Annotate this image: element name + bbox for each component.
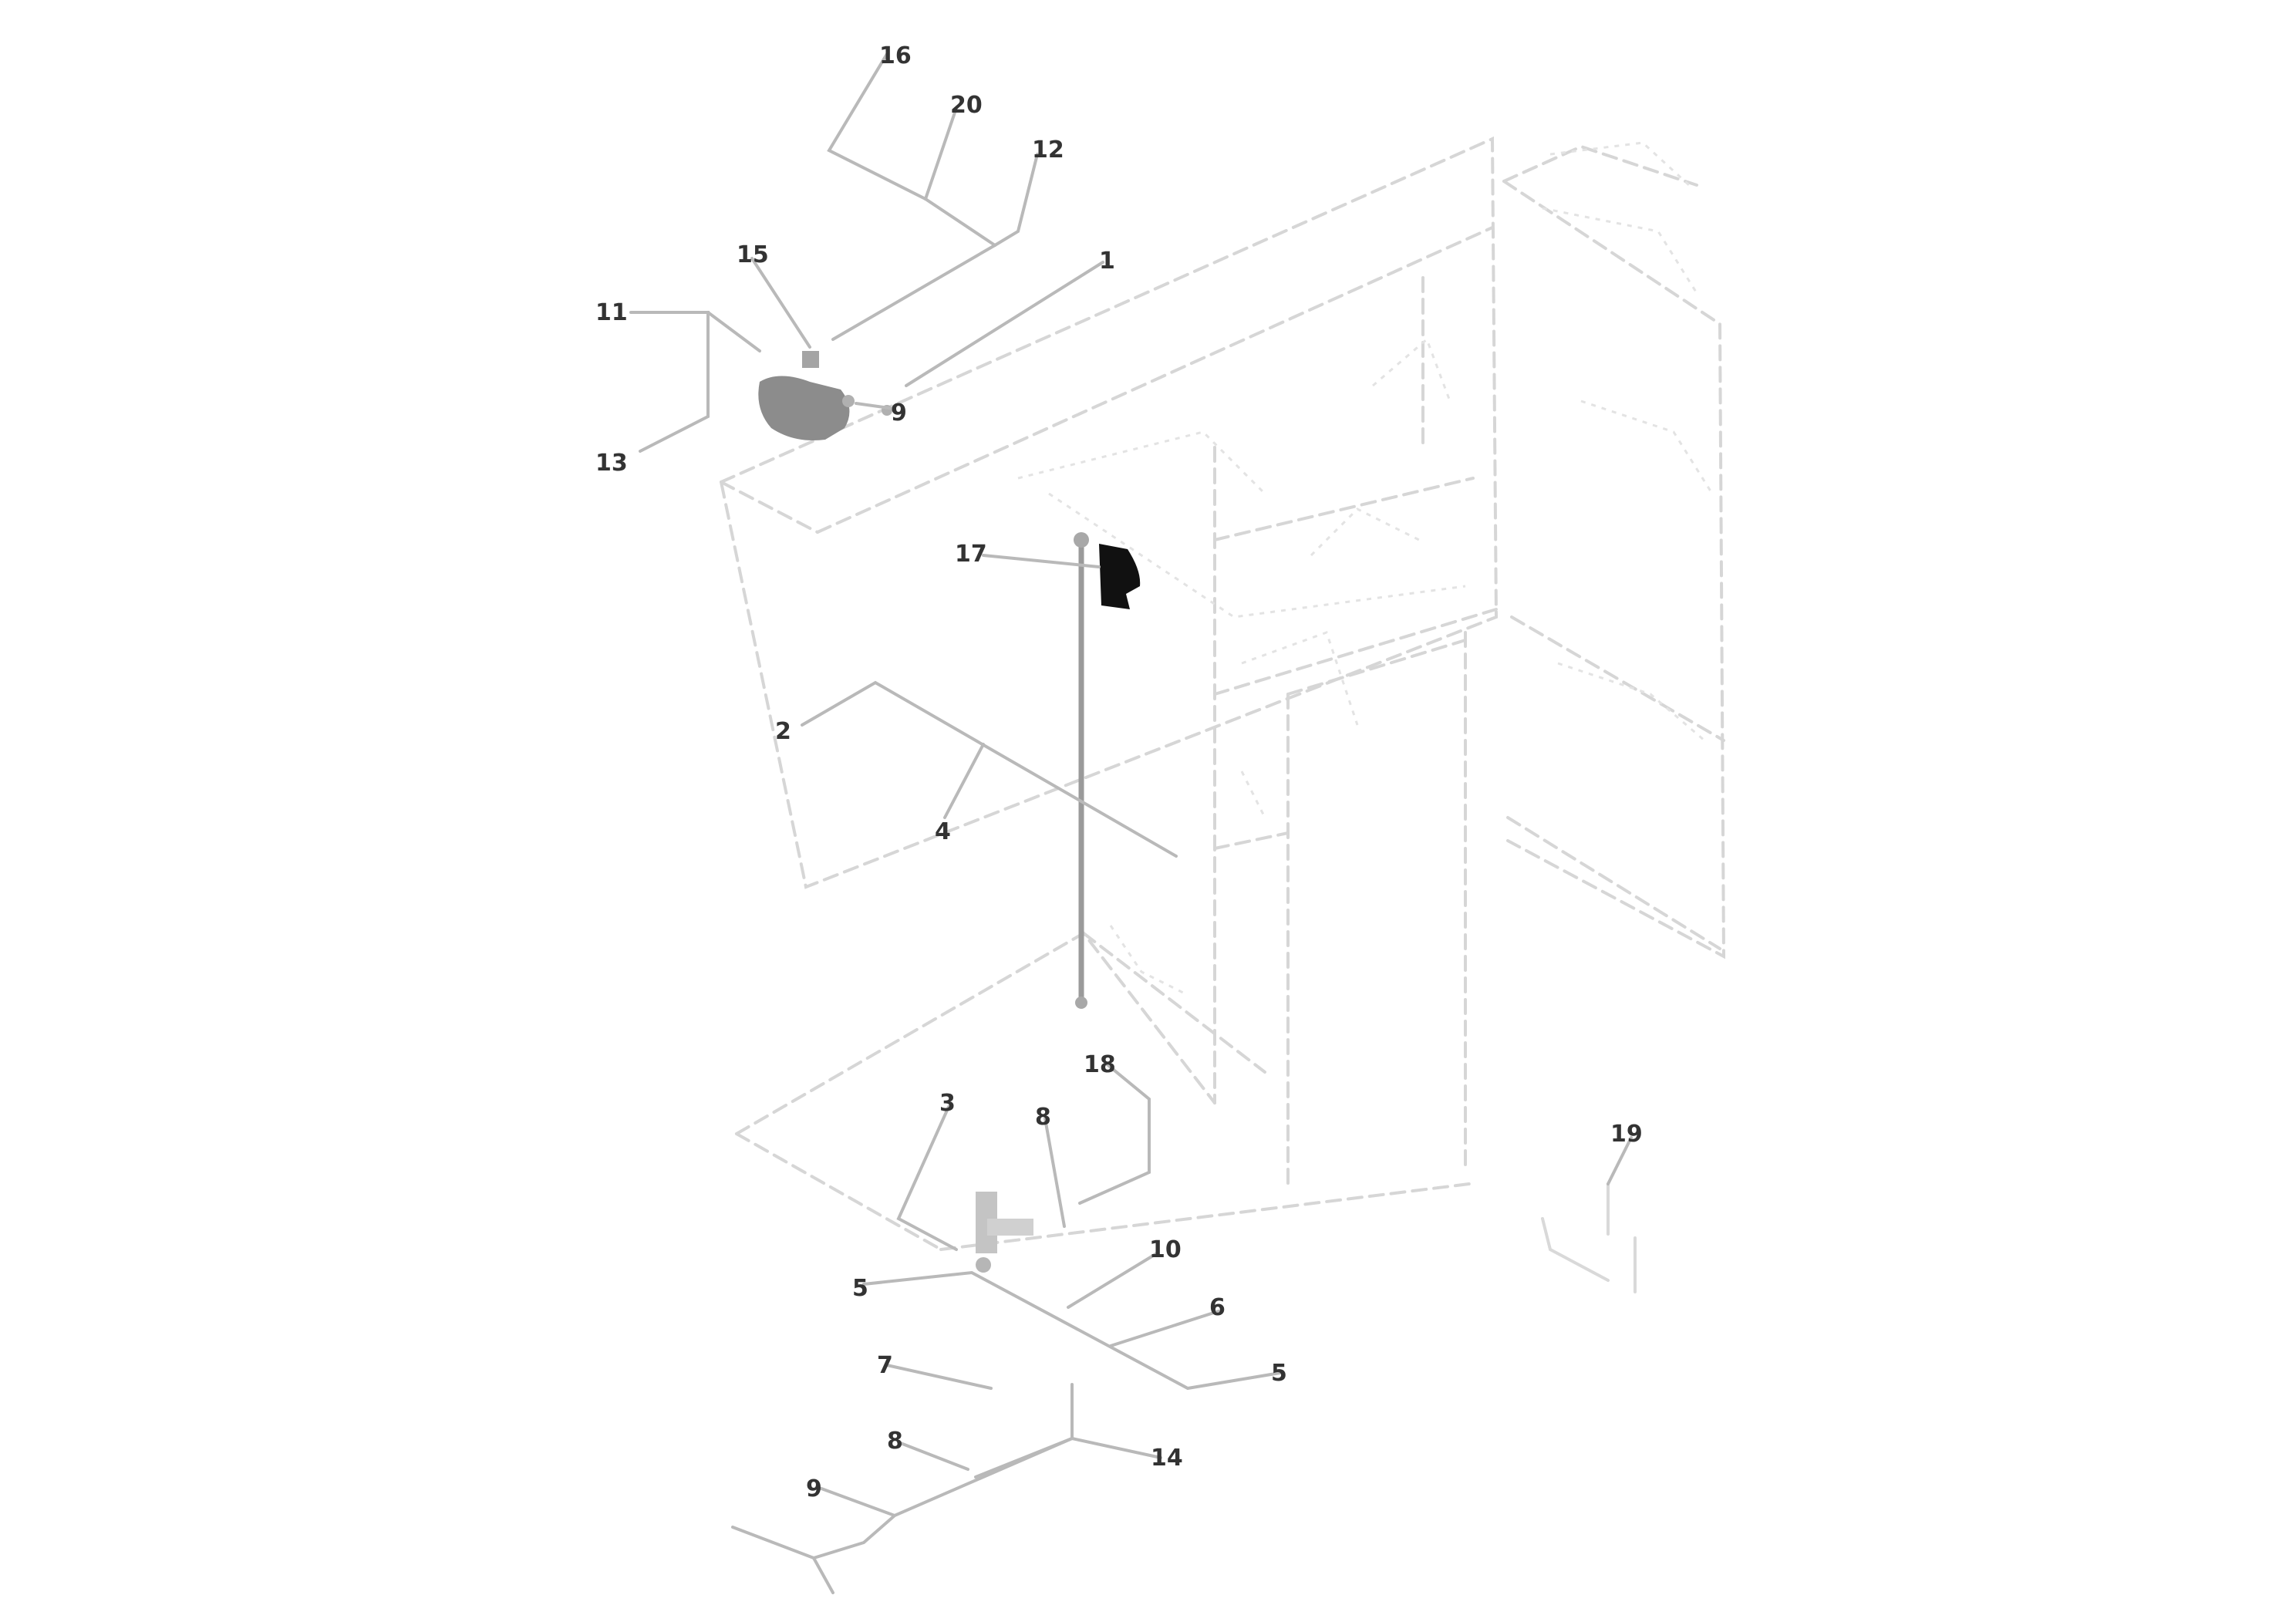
callout-7: 7 [877,1352,893,1379]
callout-1: 1 [1099,248,1115,275]
callout-5: 5 [1271,1360,1287,1387]
callout-8: 8 [1035,1104,1051,1131]
callout-9: 9 [891,400,907,427]
callout-20: 20 [950,92,983,119]
enclosure-frame [719,136,1726,1293]
callout-13: 13 [595,450,628,477]
gray-switch-cluster [758,351,892,440]
callout-10: 10 [1149,1236,1182,1263]
callout-14: 14 [1151,1445,1183,1472]
callout-11: 11 [595,299,628,326]
callout-17: 17 [955,541,987,568]
callout-15: 15 [737,241,769,268]
callout-3: 3 [939,1090,956,1117]
lower-bracket-assembly [976,1192,1033,1273]
callout-9: 9 [806,1475,822,1502]
callout-12: 12 [1032,137,1064,164]
callout-8: 8 [887,1428,903,1455]
leader-lines [629,52,1633,1594]
callout-6: 6 [1209,1294,1226,1321]
callout-labels: 16 20 12 1 15 11 9 13 17 2 4 18 3 8 19 1… [595,42,1643,1502]
vertical-rod [1074,532,1089,1009]
callout-19: 19 [1610,1121,1643,1148]
callout-5: 5 [852,1275,868,1302]
black-mount-block [1099,544,1141,609]
callout-18: 18 [1084,1051,1116,1078]
callout-4: 4 [935,818,951,845]
callout-2: 2 [775,718,791,745]
callout-16: 16 [879,42,912,69]
